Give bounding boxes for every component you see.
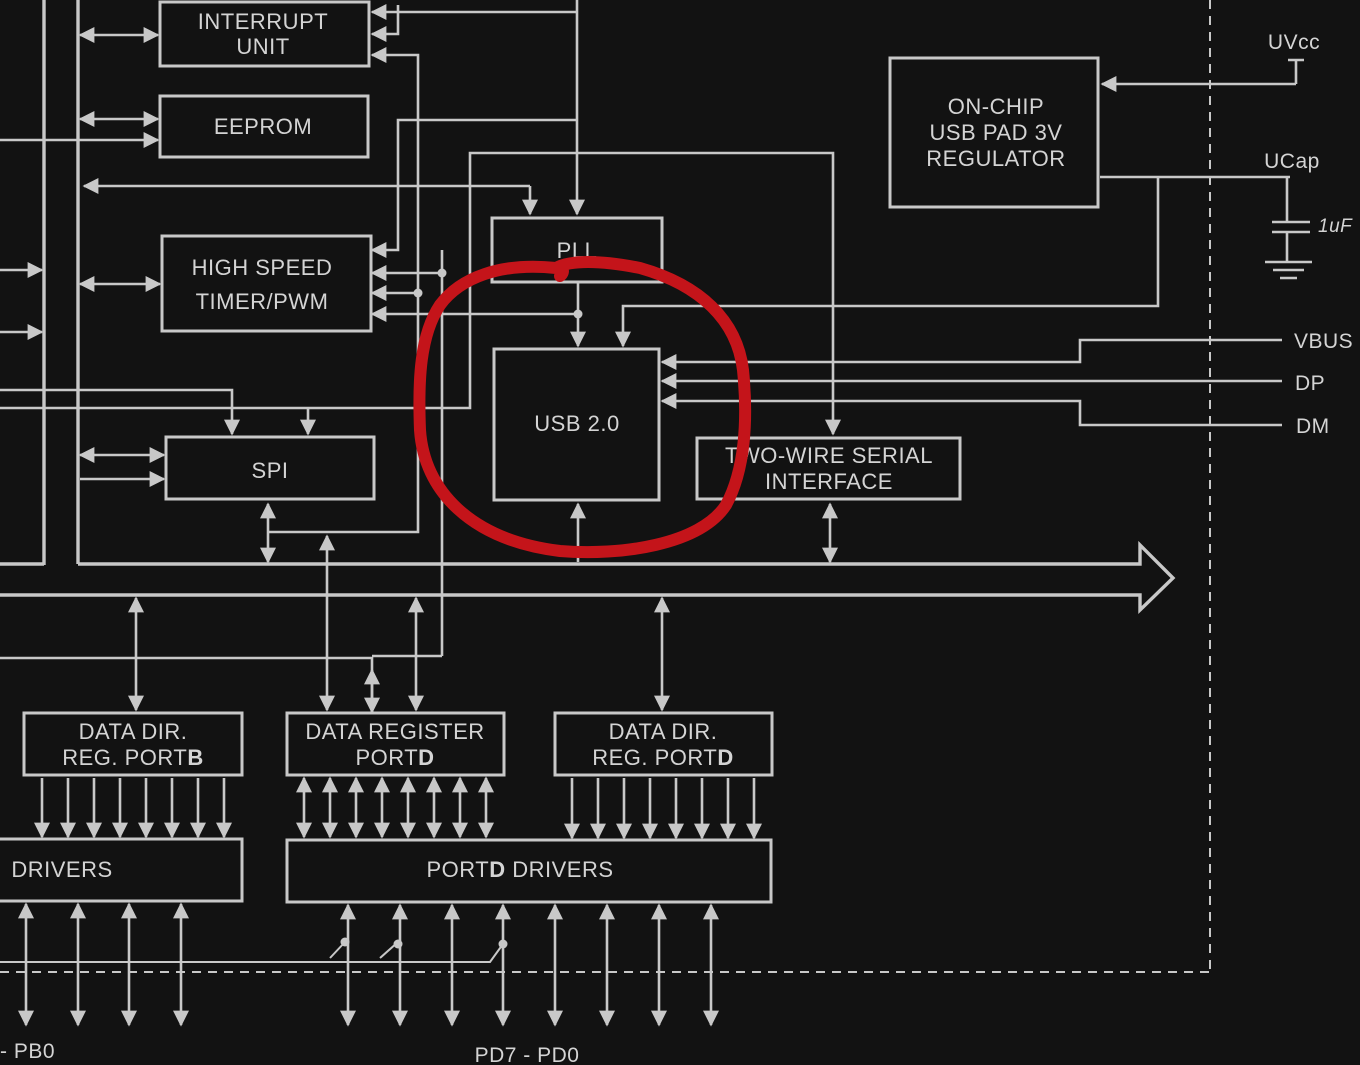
pin-arrows: [18, 902, 719, 1027]
ddr-d-label-1: DATA DIR.: [609, 719, 718, 744]
timer-label-1: HIGH SPEED: [192, 255, 333, 280]
interrupt-unit-label-2: UNIT: [236, 34, 289, 59]
regulator-block: ON-CHIP USB PAD 3V REGULATOR: [888, 56, 1100, 209]
twi-label-2: INTERFACE: [765, 469, 893, 494]
ddr-d-block: DATA DIR. REG. PORTD: [553, 711, 774, 777]
pd-range-label: PD7 - PD0: [475, 1044, 580, 1065]
portb-drivers-label: DRIVERS: [11, 857, 112, 882]
ddr-b-label-1: DATA DIR.: [79, 719, 188, 744]
chip-boundary: [0, 0, 1211, 973]
portd-drivers-label: PORTD DRIVERS: [426, 857, 613, 882]
eeprom-block: EEPROM: [158, 94, 370, 159]
regulator-label-3: REGULATOR: [926, 146, 1065, 171]
control-lines: [0, 0, 585, 714]
ddrb-to-drivers: [34, 778, 232, 839]
eeprom-label: EEPROM: [214, 114, 312, 139]
regulator-label-2: USB PAD 3V: [930, 120, 1063, 145]
twi-label-1: TWO-WIRE SERIAL: [725, 443, 933, 468]
interrupt-unit-label-1: INTERRUPT: [198, 9, 328, 34]
drd-to-drivers: [296, 776, 494, 839]
ddr-d-label-2: REG. PORTD: [592, 745, 734, 770]
dr-d-label-2: PORTD: [355, 745, 434, 770]
usb-feeds: [260, 58, 1312, 564]
pb-range-label: - PB0: [0, 1040, 55, 1063]
usb-label: USB 2.0: [534, 411, 619, 436]
vbus-label: VBUS: [1294, 330, 1353, 353]
usb-highlight-circle: [413, 256, 752, 559]
ucap-label: UCap: [1264, 150, 1320, 173]
portb-drivers-block: DRIVERS: [0, 837, 244, 903]
spi-label: SPI: [252, 458, 289, 483]
data-bus: [0, 540, 1176, 615]
spi-feeds: [0, 151, 841, 436]
ddr-b-label-2: REG. PORTB: [62, 745, 204, 770]
uvcc-label: UVcc: [1268, 31, 1320, 54]
cap-value-label: 1uF: [1318, 216, 1353, 237]
dr-d-label-1: DATA REGISTER: [305, 719, 484, 744]
timer-block: HIGH SPEED TIMER/PWM: [160, 234, 373, 333]
usb-block: USB 2.0: [492, 347, 661, 502]
left-connections: [0, 27, 530, 487]
dp-label: DP: [1295, 372, 1325, 395]
ddr-b-block: DATA DIR. REG. PORTB: [22, 711, 244, 777]
interrupt-unit-block: INTERRUPT UNIT: [158, 0, 371, 68]
regulator-label-1: ON-CHIP: [948, 94, 1044, 119]
dr-d-block: DATA REGISTER PORTD: [285, 711, 506, 777]
left-buses: [0, 0, 80, 566]
portd-drivers-block: PORTD DRIVERS: [285, 838, 773, 904]
timer-label-2: TIMER/PWM: [196, 289, 329, 314]
pd-alt-taps: [0, 937, 508, 963]
spi-block: SPI: [164, 435, 376, 501]
ddrd-to-drivers: [564, 778, 762, 840]
dm-label: DM: [1296, 415, 1330, 438]
port-register-links: [128, 534, 670, 712]
twi-block: TWO-WIRE SERIAL INTERFACE: [695, 436, 962, 501]
